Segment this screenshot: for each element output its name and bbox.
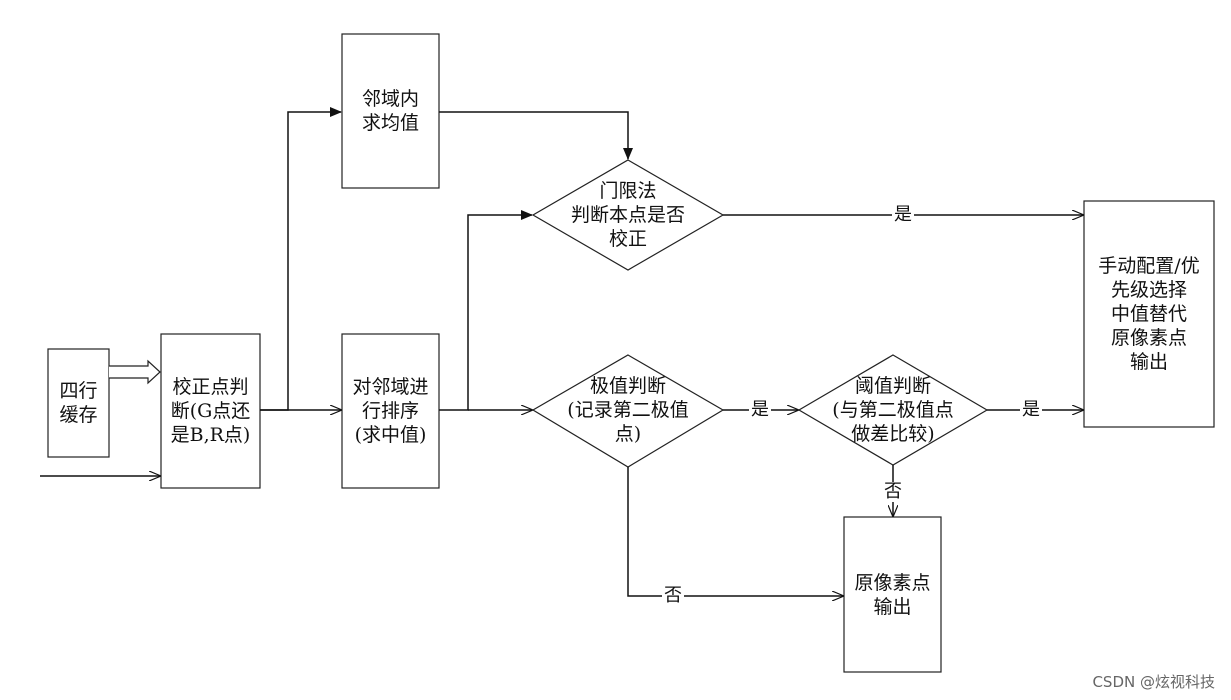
- edge-mean-to-threshold: [439, 111, 633, 160]
- edge-label-extreme-no: 否: [662, 585, 684, 606]
- correct-judge-label: 校正点判断(G点还是B,R点): [170, 376, 251, 446]
- edge-to-neigh-mean: [260, 107, 342, 411]
- buffer-box: [47, 348, 110, 458]
- edge-label-value-yes: 是: [1020, 399, 1042, 420]
- neigh-mean-label: 邻域内求均值: [361, 88, 419, 134]
- sort-box: [341, 333, 440, 489]
- orig-output-box: [843, 516, 942, 673]
- edge-label-value-no: 否: [882, 481, 904, 502]
- buffer-label: 四行缓存: [59, 380, 98, 426]
- orig-output-label: 原像素点输出: [854, 571, 931, 618]
- watermark: CSDN @炫视科技: [1092, 673, 1215, 691]
- edge-label-threshold-yes: 是: [892, 204, 914, 225]
- edge-sort-to-threshold: [439, 210, 533, 411]
- threshold-decision-diamond: [531, 159, 725, 271]
- extreme-decision-label: 极值判断(记录第二极值点): [567, 375, 689, 445]
- edge-extreme-no: [627, 467, 843, 596]
- edge-label-extreme-yes: 是: [749, 399, 771, 420]
- correct-judge-box: [160, 333, 261, 489]
- sort-label: 对邻域进行排序(求中值): [352, 376, 429, 446]
- manual-output-label: 手动配置/优先级选择中值替代原像素点输出: [1098, 255, 1200, 373]
- threshold-decision-label: 门限法判断本点是否校正: [570, 180, 685, 250]
- hollow-arrow: [109, 359, 161, 385]
- threshold-value-decision-label: 阈值判断(与第二极值点做差比较): [832, 375, 954, 445]
- manual-output-box: [1083, 200, 1215, 428]
- neigh-mean-box: [341, 33, 440, 189]
